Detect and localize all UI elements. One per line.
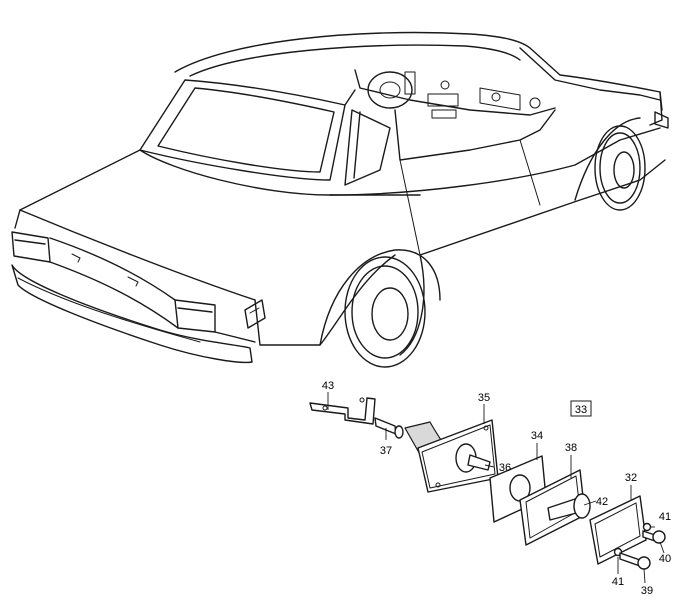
label-part-35: 35	[478, 392, 490, 404]
car-illustration	[11, 31, 669, 368]
group-number-box	[570, 400, 592, 417]
label-part-38: 38	[565, 442, 577, 454]
part-39-screw	[619, 552, 651, 570]
exploded-parts	[309, 397, 666, 570]
label-part-39: 39	[641, 585, 653, 597]
label-part-37: 37	[380, 445, 392, 457]
part-41-washer-upper	[642, 522, 652, 532]
part-32-lens	[589, 495, 647, 565]
label-part-41-lower: 41	[612, 576, 624, 588]
label-part-41-upper: 41	[659, 511, 671, 523]
part-37-bolt	[374, 417, 404, 439]
label-part-43: 43	[322, 380, 334, 392]
part-40-screw	[642, 530, 666, 544]
label-part-32: 32	[625, 472, 637, 484]
label-part-34: 34	[531, 430, 543, 442]
label-part-42: 42	[596, 496, 608, 508]
part-42-bulb	[547, 493, 591, 521]
group-number-label: 33	[575, 404, 587, 416]
part-43-bracket	[309, 397, 376, 425]
part-35-housing	[404, 419, 499, 493]
part-labels: 33 43 37 35 36 34 38 42 32 41 40 41 39	[322, 380, 671, 597]
leader-lines	[327, 392, 665, 584]
label-part-36: 36	[499, 462, 511, 474]
label-part-40: 40	[659, 553, 671, 565]
